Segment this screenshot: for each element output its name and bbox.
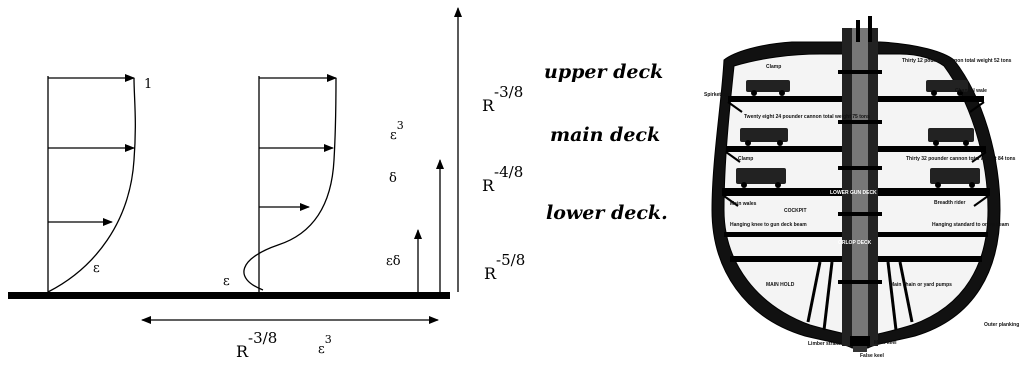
ship-label-chain-pumps: Main chain or yard pumps (890, 282, 952, 288)
chain-pumps (806, 261, 914, 331)
profile-2-eps-label: ε (223, 274, 230, 289)
velocity-profile-1 (47, 74, 136, 293)
cannons-upper (746, 80, 968, 96)
ship-label-main-keel: Main keel (874, 340, 897, 346)
upper-deck-label: upper deck (544, 61, 663, 83)
ship-label-main-wales: Main wales (730, 201, 757, 207)
bottom-eps-cubed: ε3 (318, 333, 332, 357)
r-scaling-main: R-4/8 (482, 163, 523, 195)
ship-label-clamp-top: Clamp (766, 64, 781, 70)
profile-1-eps-label: ε (93, 261, 100, 276)
ship-label-clamp-mid: Clamp (738, 156, 753, 162)
eps-cubed-label: ε3 (390, 119, 404, 143)
ship-label-hanging-knee: Hanging knee to gun deck beam (730, 222, 807, 228)
main-keel (850, 336, 870, 346)
ship-label-main-hold: MAIN HOLD (766, 282, 795, 288)
hull-knees (723, 101, 989, 207)
mast-bands (838, 70, 882, 284)
ship-label-cockpit: COCKPIT (784, 208, 807, 214)
cannons-middle (740, 128, 974, 146)
profile-2-curve (243, 77, 337, 291)
ship-label-cannon-low: Thirty 32 pounder cannon total weight 84… (906, 156, 1016, 162)
ship-label-outer-planking: Outer planking (984, 322, 1019, 328)
ship-label-cannon-top: Thirty 12 pounder cannon total weight 52… (902, 58, 1012, 64)
cannons-lower (736, 168, 980, 188)
ship-label-channel-wale: Channel wale (955, 88, 987, 94)
velocity-profile-2 (243, 74, 337, 292)
ship-label-limber-strake: Limber strake (808, 341, 841, 347)
ship-label-cannon-mid: Twenty eight 24 pounder cannon total wei… (744, 114, 870, 120)
r-scaling-lower: R-5/8 (484, 251, 525, 283)
false-keel (853, 346, 867, 352)
ship-label-lower-gun-deck: LOWER GUN DECK (830, 190, 877, 196)
eps-delta-label: εδ (386, 254, 401, 269)
mast-top-left (856, 20, 860, 42)
ship-label-hanging-std: Hanging standard to orlop beam (932, 222, 1010, 228)
main-deck-label: main deck (550, 124, 660, 146)
profile-1-curve (47, 77, 136, 293)
delta-label: δ (389, 171, 397, 186)
r-scaling-upper: R-3/8 (482, 83, 523, 115)
ship-label-spirketing: Spirketing (704, 92, 728, 98)
bottom-r-scaling: R-3/8 (236, 329, 277, 360)
ship-cross-section: Clamp Thirty 12 pounder cannon total wei… (704, 16, 1019, 359)
mast-top-right (868, 16, 872, 42)
ship-label-false-keel: False keel (860, 353, 885, 359)
lower-deck-label: lower deck. (546, 202, 668, 224)
wall-plate (8, 292, 450, 299)
ship-label-orlop-deck: ORLOP DECK (838, 240, 872, 246)
top-value-label: 1 (144, 77, 152, 92)
ship-label-breadth-rider: Breadth rider (934, 200, 965, 206)
mast-column-inner (852, 28, 868, 346)
